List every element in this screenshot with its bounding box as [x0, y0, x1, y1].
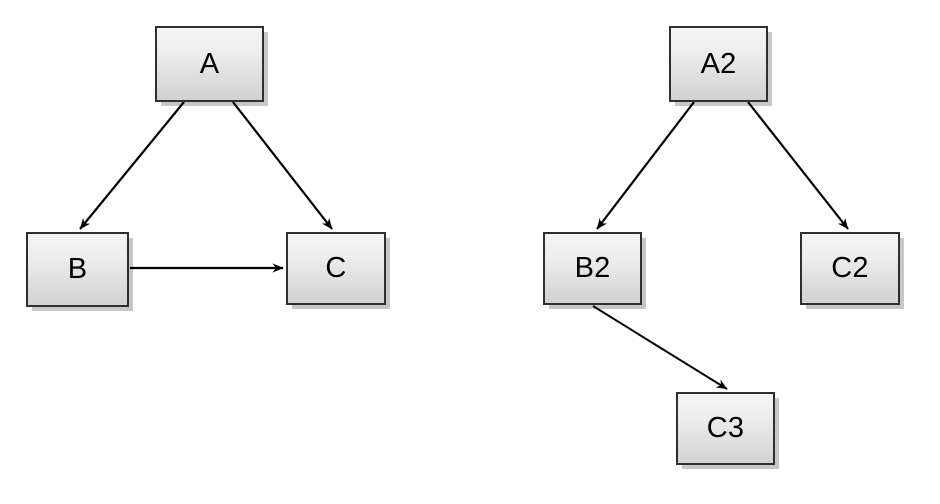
node-c2-label: C2	[831, 252, 869, 284]
edge-A-B	[79, 101, 185, 230]
edge-A2-B2	[596, 101, 695, 230]
node-c3-label: C3	[706, 412, 745, 444]
node-b[interactable]: B	[26, 232, 129, 307]
edge-A2-C2	[747, 101, 849, 230]
node-b2[interactable]: B2	[543, 232, 642, 305]
node-c3[interactable]: C3	[676, 392, 775, 465]
node-a2-label: A2	[700, 47, 737, 80]
node-c2[interactable]: C2	[800, 232, 900, 305]
node-a[interactable]: A	[155, 26, 264, 102]
node-a2[interactable]: A2	[669, 26, 768, 102]
node-c[interactable]: C	[286, 232, 386, 305]
node-b2-label: B2	[574, 252, 611, 284]
edge-A-C	[232, 101, 333, 230]
edge-B2-C3	[592, 305, 728, 390]
node-b-label: B	[67, 253, 88, 285]
node-a-label: A	[199, 47, 220, 80]
node-c-label: C	[325, 252, 347, 284]
